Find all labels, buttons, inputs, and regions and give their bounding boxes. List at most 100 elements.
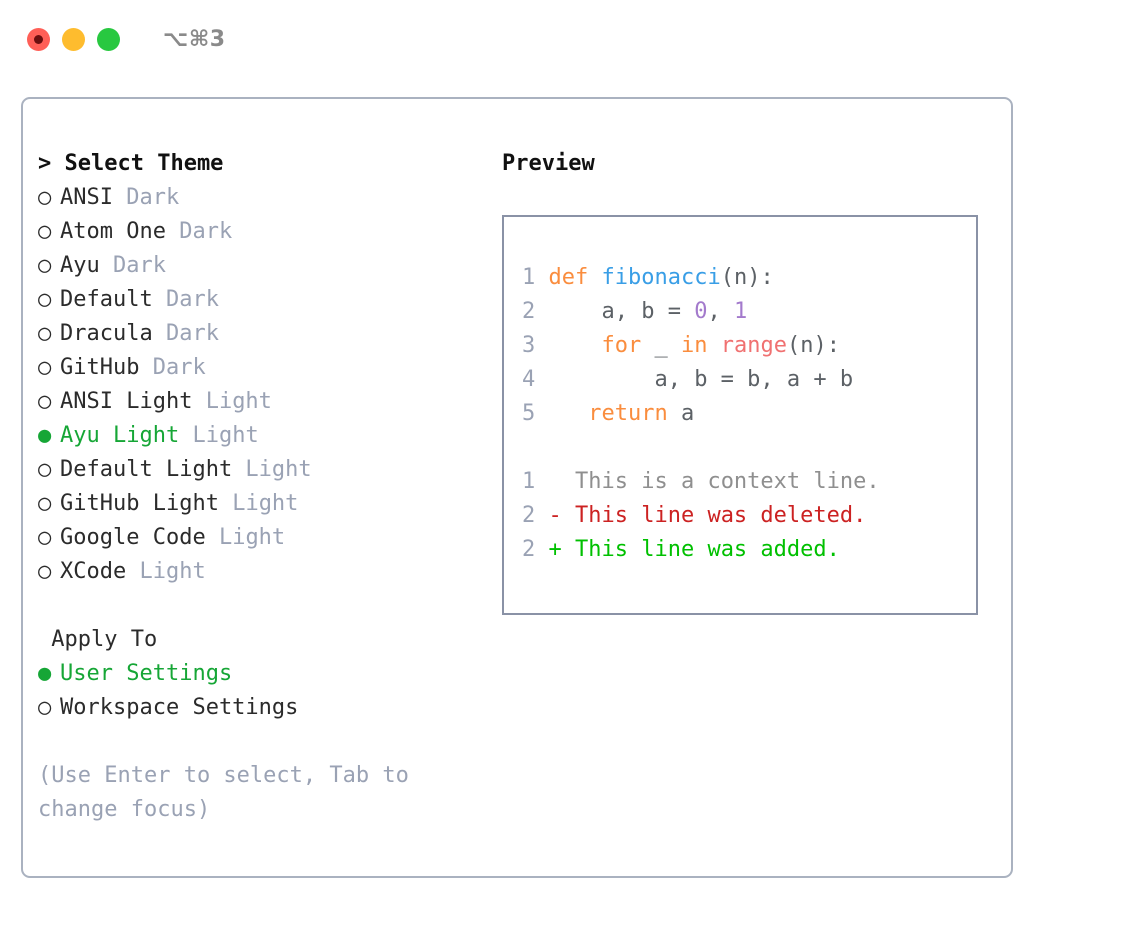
theme-list-item[interactable]: ○ Atom One Dark [38, 215, 468, 249]
apply-to-label: User Settings [60, 661, 233, 686]
theme-list-item[interactable]: ○ANSI Light Light [38, 385, 468, 419]
code-token: a, b = [548, 299, 695, 324]
preview-column: Preview 1 def fibonacci(n):2 a, b = 0, 1… [502, 147, 992, 615]
theme-name: Ayu Light [60, 423, 180, 448]
theme-list-item[interactable]: ○XCode Light [38, 555, 468, 589]
theme-list-item[interactable]: ○ ANSI Dark [38, 181, 468, 215]
theme-list-item[interactable]: ○GitHub Light Light [38, 487, 468, 521]
code-token: _ [641, 333, 681, 358]
gutter-space [535, 401, 548, 426]
radio-unselected-icon[interactable]: ○ [38, 219, 52, 244]
theme-name: Google Code [60, 525, 206, 550]
theme-list-item[interactable]: ○ GitHub Dark [38, 351, 468, 385]
select-theme-header: > Select Theme [38, 151, 224, 176]
theme-variant-badge: Dark [99, 253, 166, 278]
gutter-space [535, 367, 548, 392]
diff-sign [535, 469, 562, 494]
theme-variant-badge: Light [205, 525, 286, 550]
theme-name: Atom One [60, 219, 166, 244]
preview-title: Preview [502, 151, 595, 176]
theme-name: Ayu [60, 253, 100, 278]
theme-variant-badge: Dark [112, 185, 180, 210]
theme-list-item[interactable]: ○ Ayu Dark [38, 249, 468, 283]
window-controls [27, 27, 120, 51]
code-diff-gap [522, 431, 976, 465]
theme-variant-badge: Light [192, 389, 272, 414]
code-token: return [588, 401, 668, 426]
gutter-space [535, 299, 548, 324]
maximize-button[interactable] [97, 27, 120, 51]
radio-unselected-icon[interactable]: ○ [38, 287, 52, 312]
theme-list-item[interactable]: ○ Google Code Light [38, 521, 468, 555]
radio-unselected-icon[interactable]: ○ [38, 185, 52, 210]
radio-unselected-icon[interactable]: ○ [38, 491, 52, 516]
radio-unselected-icon[interactable]: ○ [38, 389, 52, 414]
theme-name: Default [60, 287, 153, 312]
theme-variant-badge: Dark [152, 287, 219, 312]
code-token: for [601, 333, 642, 358]
line-number: 1 [522, 265, 536, 290]
close-button[interactable] [27, 27, 50, 51]
diff-line: 2 + This line was added. [522, 533, 976, 567]
theme-name: Dracula [60, 321, 153, 346]
radio-unselected-icon[interactable]: ○ [38, 695, 52, 720]
code-line: 2 a, b = 0, 1 [522, 295, 976, 329]
theme-variant-badge: Light [232, 457, 312, 482]
radio-selected-icon[interactable]: ● [38, 423, 52, 448]
line-number: 4 [522, 367, 536, 392]
radio-selected-icon[interactable]: ● [38, 661, 52, 686]
code-token [707, 333, 720, 358]
code-token: , [707, 299, 734, 324]
code-token: 0 [694, 299, 708, 324]
line-number: 3 [522, 333, 536, 358]
theme-variant-badge: Light [179, 423, 259, 448]
radio-unselected-icon[interactable]: ○ [38, 355, 52, 380]
code-token: def [548, 265, 589, 290]
line-number: 5 [522, 401, 536, 426]
code-line: 4 a, b = b, a + b [522, 363, 976, 397]
theme-variant-badge: Light [218, 491, 299, 516]
theme-name: GitHub [60, 355, 140, 380]
window-title: ⌥⌘3 [163, 26, 226, 52]
code-token [549, 333, 602, 358]
apply-to-item[interactable]: ● User Settings [38, 657, 468, 691]
theme-name: Default Light [60, 457, 233, 482]
gutter-space [535, 265, 548, 290]
theme-list-item[interactable]: ○ Default Light Light [38, 453, 468, 487]
window-titlebar: ⌥⌘3 [0, 0, 1140, 78]
code-token: in [680, 333, 708, 358]
theme-list[interactable]: ○ ANSI Dark ○ Atom One Dark ○ Ayu Dark ○ Defaul… [38, 181, 468, 589]
theme-variant-badge: Dark [165, 219, 233, 244]
apply-to-header: Apply To [51, 627, 158, 652]
diff-line: 1 This is a context line. [522, 465, 976, 499]
theme-variant-badge: Dark [139, 355, 206, 380]
gutter-space [535, 333, 548, 358]
theme-name: ANSI [60, 185, 113, 210]
diff-text: This line was deleted. [561, 503, 867, 528]
line-number: 2 [522, 503, 536, 528]
apply-to-item[interactable]: ○Workspace Settings [38, 691, 468, 725]
line-number: 2 [522, 537, 536, 562]
radio-unselected-icon[interactable]: ○ [38, 457, 52, 482]
theme-variant-badge: Light [126, 559, 206, 584]
theme-variant-badge: Dark [152, 321, 219, 346]
keyboard-hint: (Use Enter to select, Tab to change focu… [38, 763, 409, 822]
radio-unselected-icon[interactable]: ○ [38, 321, 52, 346]
minimize-button[interactable] [62, 27, 85, 51]
radio-unselected-icon[interactable]: ○ [38, 525, 52, 550]
theme-list-item[interactable]: ● Ayu Light Light [38, 419, 468, 453]
diff-sample: 1 This is a context line.2 - This line w… [522, 465, 976, 567]
theme-list-item[interactable]: ○ Dracula Dark [38, 317, 468, 351]
theme-list-item[interactable]: ○ Default Dark [38, 283, 468, 317]
code-token: a [667, 401, 695, 426]
apply-to-list[interactable]: ● User Settings ○Workspace Settings [38, 657, 468, 725]
diff-sign: + [535, 537, 562, 562]
list-spacer [38, 589, 468, 623]
radio-unselected-icon[interactable]: ○ [38, 253, 52, 278]
code-line: 1 def fibonacci(n): [522, 261, 976, 295]
code-token: range [720, 333, 787, 358]
diff-line: 2 - This line was deleted. [522, 499, 976, 533]
radio-unselected-icon[interactable]: ○ [38, 559, 52, 584]
